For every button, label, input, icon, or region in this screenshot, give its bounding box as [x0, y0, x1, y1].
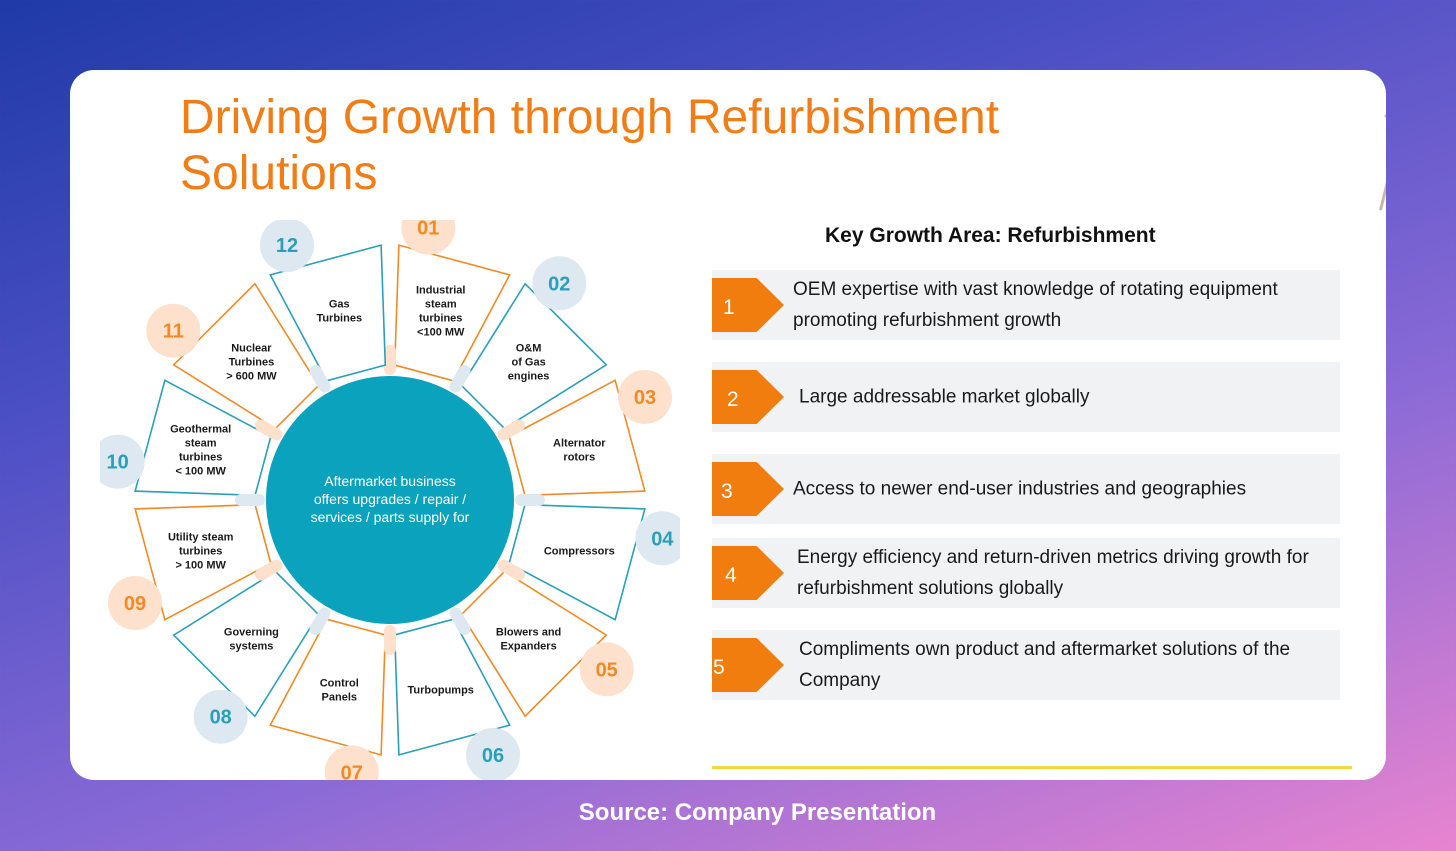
connector-pill	[497, 419, 526, 441]
segment-label-04: Compressors	[544, 546, 615, 558]
growth-number-1: 1	[723, 296, 735, 319]
number-label-05: 05	[596, 659, 618, 681]
number-label-11: 11	[163, 321, 184, 343]
segment-02	[460, 282, 608, 430]
connector-pill	[497, 559, 526, 581]
connector-pill	[254, 419, 283, 441]
source-caption: Source: Company Presentation	[578, 799, 937, 826]
number-bubble-08	[193, 689, 248, 744]
connector-pill	[235, 494, 265, 506]
growth-item-3: 3 Access to newer end-user industries an…	[712, 454, 1340, 524]
number-label-12: 12	[276, 235, 298, 257]
title-line-1: Driving Growth through Refurbishment	[180, 91, 1000, 144]
number-label-02: 02	[548, 273, 570, 295]
number-bubble-12	[259, 220, 314, 273]
growth-item-5: 5 Compliments own product and aftermarke…	[712, 630, 1340, 700]
number-label-06: 06	[482, 745, 504, 767]
number-label-08: 08	[210, 707, 232, 729]
growth-item-4: 4 Energy efficiency and return-driven me…	[712, 538, 1340, 608]
connector-pill	[309, 607, 331, 636]
number-label-01: 01	[417, 220, 439, 240]
segment-07	[269, 618, 387, 756]
number-bubble-03	[617, 369, 672, 424]
number-bubble-09	[108, 576, 163, 631]
growth-text-3: Access to newer end-user industries and …	[793, 478, 1247, 500]
number-bubble-07	[324, 745, 379, 780]
growth-item-2: 2 Large addressable market globally	[712, 362, 1340, 432]
number-label-07: 07	[341, 762, 363, 780]
number-bubble-06	[466, 727, 521, 780]
growth-text-4: Energy efficiency and return-driven metr…	[797, 547, 1309, 599]
segment-10	[134, 379, 272, 497]
segment-05	[460, 570, 608, 718]
segment-08	[172, 570, 320, 718]
number-label-03: 03	[634, 387, 656, 409]
growth-text-5: Compliments own product and aftermarket …	[799, 639, 1291, 691]
title-line-2: Solutions	[180, 147, 378, 200]
sunburst-ray	[1379, 181, 1386, 211]
growth-number-5: 5	[713, 656, 725, 679]
segment-01	[393, 244, 511, 382]
slide-title: Driving Growth through Refurbishment Sol…	[180, 90, 1180, 202]
segment-label-06: Turbopumps	[408, 684, 474, 696]
bottom-accent-line	[712, 766, 1352, 769]
number-bubble-04	[635, 511, 680, 566]
number-label-09: 09	[124, 593, 146, 615]
growth-item-1: 1 OEM expertise with vast knowledge of r…	[712, 270, 1340, 340]
number-label-10: 10	[107, 452, 129, 474]
connector-pill	[254, 559, 283, 581]
segment-03	[508, 379, 646, 497]
connector-pill	[309, 364, 331, 393]
connector-pill	[384, 345, 396, 375]
center-circle	[266, 376, 514, 624]
segment-06	[393, 618, 511, 756]
growth-text-1: OEM expertise with vast knowledge of rot…	[793, 279, 1278, 331]
growth-number-2: 2	[727, 388, 739, 411]
connector-pill	[449, 364, 471, 393]
connector-pill	[449, 607, 471, 636]
connector-pill	[515, 494, 545, 506]
number-bubble-02	[532, 256, 587, 311]
segment-04	[508, 503, 646, 621]
arrow-badge-4	[712, 546, 784, 600]
connector-pill	[384, 625, 396, 655]
number-bubble-01	[401, 220, 456, 255]
growth-number-3: 3	[721, 480, 733, 503]
segment-11	[172, 282, 320, 430]
growth-number-4: 4	[725, 564, 737, 587]
slide-card: Driving Growth through Refurbishment Sol…	[70, 70, 1386, 780]
number-bubble-11	[146, 303, 201, 358]
arrow-badge-2	[712, 370, 784, 424]
sunburst-decoration	[1379, 114, 1386, 211]
number-bubble-05	[579, 642, 634, 697]
segment-09	[134, 503, 272, 621]
segment-12	[269, 244, 387, 382]
number-bubble-10	[100, 434, 145, 489]
growth-text-2: Large addressable market globally	[799, 386, 1090, 408]
key-growth-heading: Key Growth Area: Refurbishment	[825, 224, 1156, 247]
number-label-04: 04	[651, 528, 674, 550]
